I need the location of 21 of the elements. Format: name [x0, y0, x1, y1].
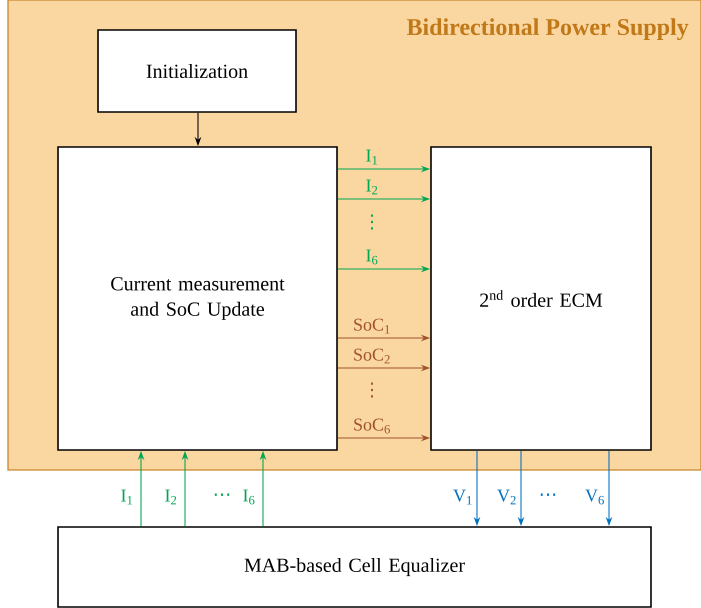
- process-box: Current measurement and SoC Update: [57, 146, 338, 451]
- edge-label: I$_{6}$: [243, 490, 254, 504]
- edge-label: I$_{1}$: [366, 150, 378, 164]
- edge-label: V$_{6}$: [585, 490, 604, 504]
- edge-label: V$_{1}$: [453, 490, 472, 504]
- process-box: MAB-based Cell Equalizer: [57, 526, 652, 608]
- ellipsis: ⋯: [214, 494, 230, 496]
- edge-label: I$_{2}$: [165, 490, 176, 504]
- edge-label: V$_{2}$: [497, 490, 516, 504]
- edge-label: I$_{2}$: [366, 180, 378, 194]
- edge-label: SoC$_{1}$: [354, 318, 390, 334]
- edge-label: SoC$_{2}$: [354, 348, 390, 364]
- process-box: Initialization: [97, 29, 297, 113]
- panel-title: Bidirectional Power Supply: [406, 18, 688, 40]
- ellipsis: ⋮: [371, 382, 373, 398]
- edge-label: SoC$_{6}$: [354, 418, 390, 434]
- process-box: 2$^{nd}$ order ECM: [430, 146, 652, 451]
- ellipsis: ⋯: [540, 494, 556, 496]
- edge-label: I$_{6}$: [366, 250, 378, 264]
- edge-label: I$_{1}$: [121, 490, 132, 504]
- ellipsis: ⋮: [371, 214, 373, 230]
